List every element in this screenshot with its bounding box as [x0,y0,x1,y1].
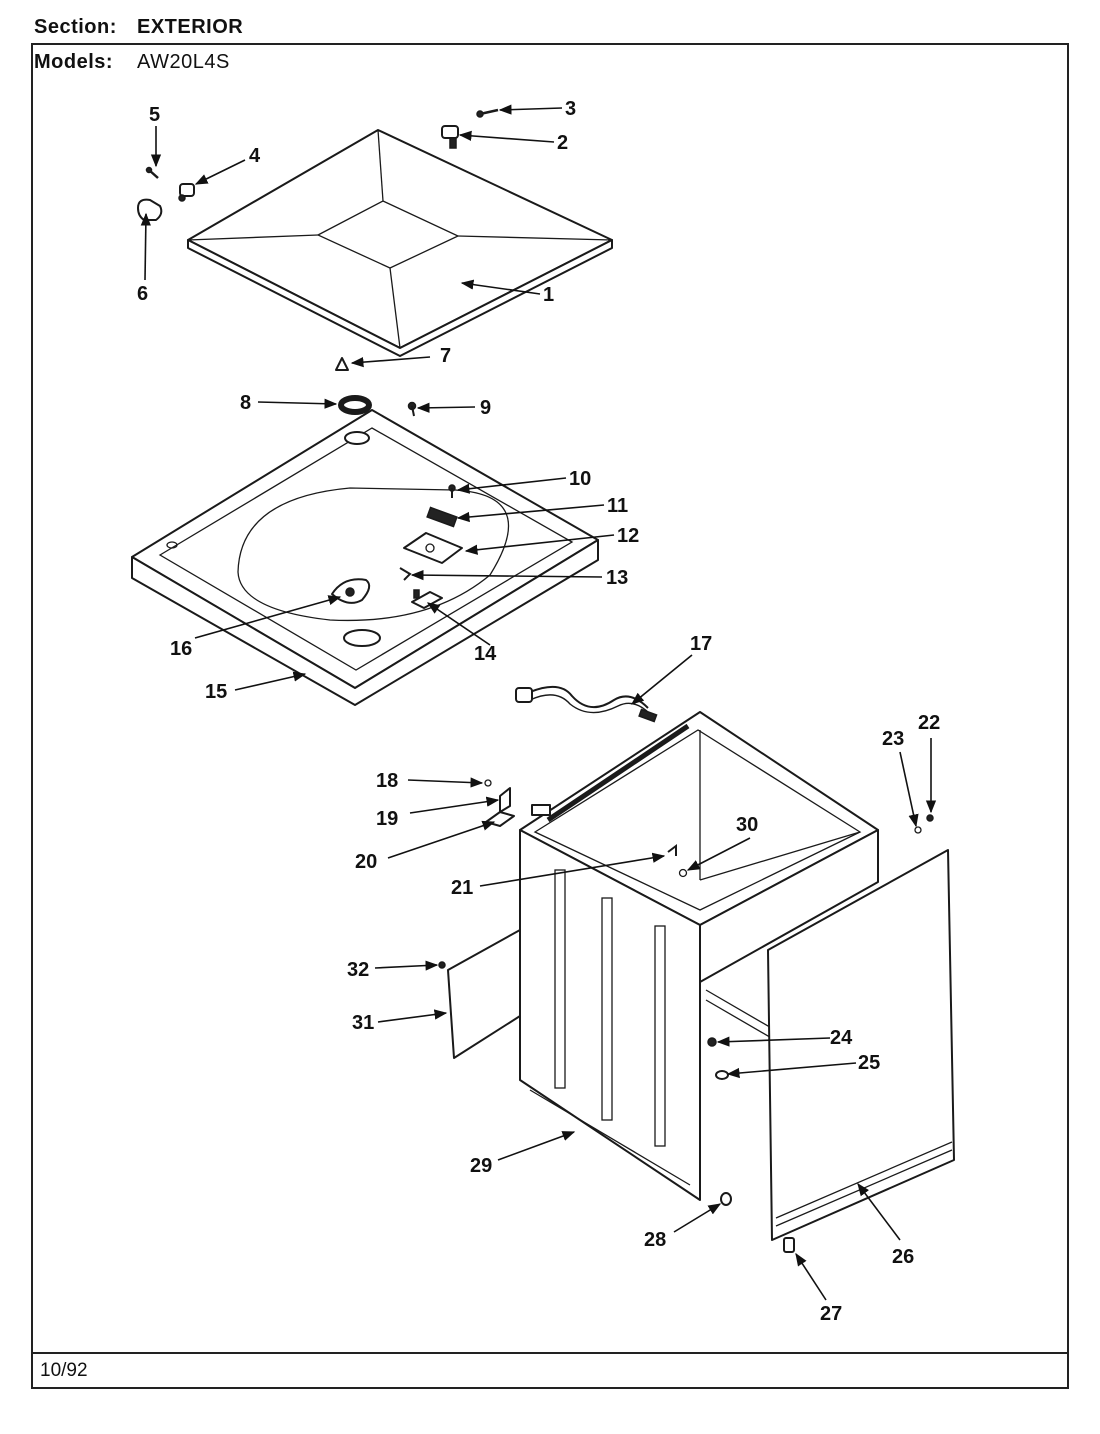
callout-8: 8 [240,392,251,414]
callout-28: 28 [644,1229,666,1251]
section-label: Section: [34,16,117,38]
part-hinge-2 [441,125,459,149]
models-label: Models: [34,51,114,73]
leader-lines [140,104,937,1301]
part-spring-11 [426,506,458,528]
callout-26: 26 [892,1246,914,1268]
callout-11: 11 [607,495,628,517]
footer-divider [31,1352,1069,1354]
part-screw-23 [914,826,922,834]
part-cabinet [519,711,879,1201]
part-switch-14 [411,589,443,609]
callout-1: 1 [543,284,554,306]
part-screw-10 [448,484,456,498]
callout-4: 4 [249,145,261,167]
revision-date: 10/92 [40,1360,88,1381]
part-screw-28 [720,1192,732,1206]
callout-21: 21 [451,877,473,899]
callout-17: 17 [690,633,712,655]
part-clip-21 [667,844,677,856]
callout-20: 20 [355,851,377,873]
callout-15: 15 [205,681,227,703]
part-bumper-4 [178,183,195,202]
part-top-lid [187,129,613,357]
callout-24: 24 [830,1027,853,1049]
models-value: AW20L4S [137,51,230,73]
callout-3: 3 [565,98,576,120]
part-screw-5 [145,166,159,179]
callout-18: 18 [376,770,398,792]
part-cap-16 [331,578,371,604]
callout-25: 25 [858,1052,880,1074]
callout-19: 19 [376,808,398,830]
part-foot-27 [783,1237,795,1253]
part-hinge-6 [137,198,163,221]
callout-13: 13 [606,567,628,589]
section-value: EXTERIOR [137,16,244,38]
part-latch-19 [499,787,511,813]
part-bolt-25 [715,1070,729,1080]
callout-32: 32 [347,959,369,981]
part-rear-panel [447,929,521,1059]
part-screw-3 [476,108,499,118]
diagram-frame [31,43,1069,1389]
callout-2: 2 [557,132,568,154]
callout-12: 12 [617,525,639,547]
part-screw-18 [484,779,492,787]
callout-27: 27 [820,1303,842,1325]
callout-16: 16 [170,638,192,660]
callout-9: 9 [480,397,491,419]
callout-29: 29 [470,1155,492,1177]
part-screw-32 [438,961,446,969]
part-nut-24 [707,1037,717,1047]
callout-22: 22 [918,712,940,734]
part-grommet-8 [338,395,372,415]
part-bumper-7 [335,357,349,371]
part-screw-9 [407,401,417,417]
part-power-cord [515,685,658,723]
part-top-frame [131,409,599,706]
part-clip-13 [399,567,412,581]
callout-7: 7 [440,345,451,367]
callout-23: 23 [882,728,904,750]
part-screw-22 [926,814,934,822]
callout-10: 10 [569,468,591,490]
callout-14: 14 [474,643,497,665]
callout-30: 30 [736,814,758,836]
part-grommet-30 [678,868,688,878]
callout-labels: 1 2 3 4 5 6 7 8 9 10 11 12 13 14 15 16 1… [137,98,940,1325]
callout-6: 6 [137,283,148,305]
callout-5: 5 [149,104,160,126]
part-bracket-12 [403,532,463,564]
callout-31: 31 [352,1012,374,1034]
